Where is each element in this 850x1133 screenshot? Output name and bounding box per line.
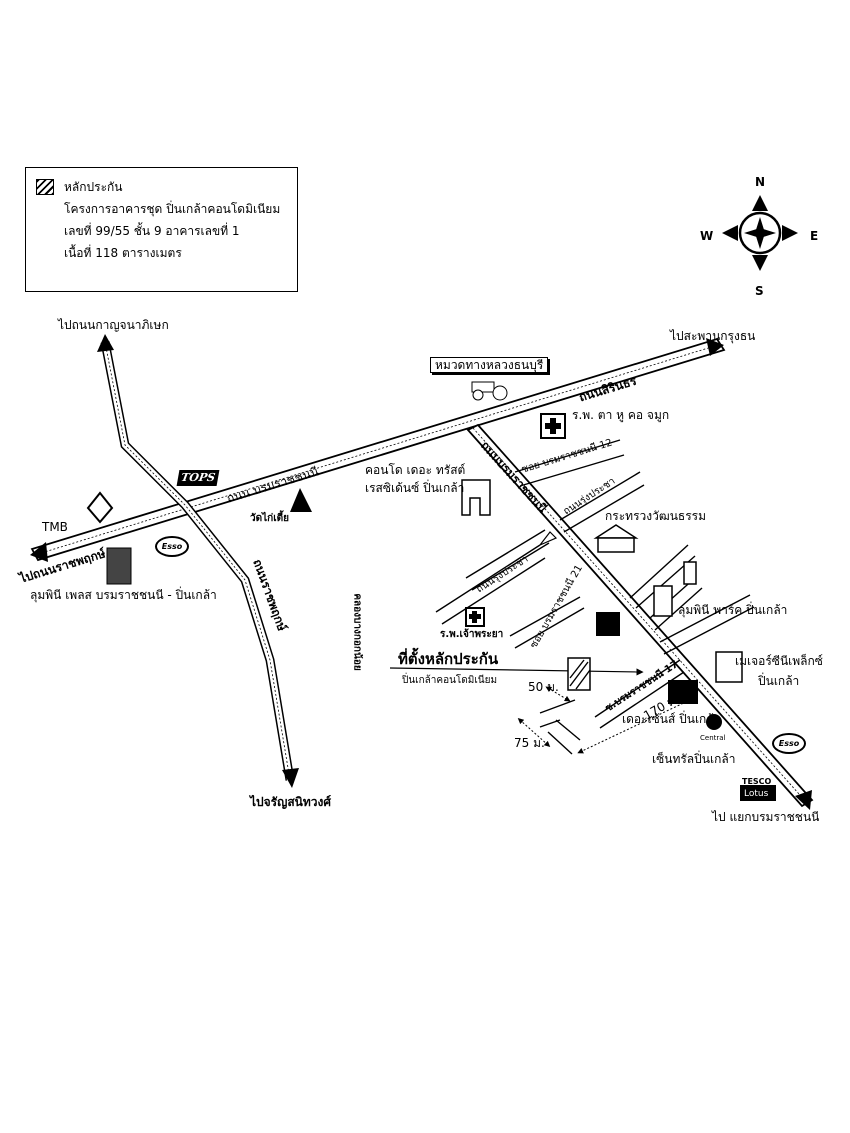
compass-s: S bbox=[755, 284, 764, 298]
compass-icon bbox=[722, 195, 798, 271]
label-pinklao-condo: ปิ่นเกล้าคอนโดมิเนียม bbox=[402, 675, 498, 686]
compass-w: W bbox=[700, 229, 714, 243]
label-condo-trust: คอนโด เดอะ ทรัสต์ bbox=[365, 463, 466, 477]
compass-n: N bbox=[755, 175, 766, 189]
lumpini-place-building-icon bbox=[106, 547, 132, 585]
legend-box: หลักประกัน โครงการอาคารชุด ปิ่นเกล้าคอนโ… bbox=[25, 167, 298, 292]
tesco-lotus-logo-icon bbox=[740, 785, 776, 801]
borommaratchachonnani-road bbox=[30, 337, 726, 562]
legend-title: หลักประกัน bbox=[64, 180, 123, 194]
chaophraya-hospital-icon bbox=[465, 607, 485, 627]
ministry-building-icon bbox=[593, 524, 639, 553]
label-to-borom-junction: ไป แยกบรมราชชนนี bbox=[712, 810, 820, 824]
dim-170 bbox=[577, 698, 693, 754]
tmb-logo-icon bbox=[86, 491, 114, 524]
label-chaophraya-hospital: ร.พ.เจ้าพระยา bbox=[440, 629, 504, 640]
label-collateral-site: ที่ตั้งหลักประกัน bbox=[398, 650, 499, 668]
esso-logo-1: Esso bbox=[155, 536, 189, 557]
label-tmb: TMB bbox=[42, 520, 68, 534]
esso-logo-2: Esso bbox=[772, 733, 806, 754]
collateral-pointer bbox=[389, 667, 644, 676]
label-to-krungthon-bridge: ไปสะพานกรุงธน bbox=[670, 329, 756, 343]
label-major-cineplex-1: เมเจอร์ซีนีเพล็กซ์ bbox=[735, 654, 823, 668]
tops-logo: TOPS bbox=[176, 470, 220, 486]
label-ministry-culture: กระทรวงวัฒนธรรม bbox=[605, 509, 707, 523]
temple-icon bbox=[290, 488, 312, 512]
legend-line-3: เนื้อที่ 118 ตารางเมตร bbox=[64, 246, 182, 260]
lumpini-park-building-icon bbox=[653, 585, 673, 617]
label-the-scene: เดอะเซ้นส์ ปิ่นเกล้า bbox=[622, 712, 721, 726]
legend-line-1: โครงการอาคารชุด ปิ่นเกล้าคอนโดมิเนียม bbox=[64, 202, 281, 216]
label-bang-kok-noi-canal: คลองบางกอกน้อย bbox=[351, 593, 363, 671]
compass-e: E bbox=[810, 229, 819, 243]
legend-title-row: หลักประกัน bbox=[36, 176, 287, 198]
hospital-icon bbox=[540, 413, 566, 439]
office-building-icon bbox=[596, 612, 620, 636]
label-condo-trust-2: เรสซิเด้นซ์ ปิ่นเกล้า bbox=[365, 481, 465, 495]
label-dist-50: 50 ม. bbox=[528, 680, 559, 694]
label-major-cineplex-2: ปิ่นเกล้า bbox=[758, 674, 800, 688]
label-wat-kai-tia: วัดไก่เตี้ย bbox=[250, 513, 289, 524]
legend-line-2: เลขที่ 99/55 ชั้น 9 อาคารเลขที่ 1 bbox=[64, 224, 240, 238]
collateral-building-icon bbox=[567, 657, 591, 691]
label-lumpini-park: ลุมพินี พาร์ค ปิ่นเกล้า bbox=[678, 603, 788, 617]
label-highway-district: หมวดทางหลวงธนบุรี bbox=[430, 357, 549, 373]
label-eent-hospital: ร.พ. ตา หู คอ จมูก bbox=[572, 408, 670, 422]
label-dist-75: 75 ม. bbox=[514, 736, 545, 750]
label-lumpini-place: ลุมพินี เพลส บรมราชชนนี - ปิ่นเกล้า bbox=[30, 588, 217, 602]
central-logo-icon bbox=[706, 714, 722, 730]
ratchaphruek-road bbox=[97, 334, 299, 788]
label-tesco: TESCO bbox=[742, 777, 772, 786]
a-building-icon bbox=[683, 561, 697, 585]
junction-triangle bbox=[539, 531, 558, 546]
major-cineplex-logo-icon bbox=[715, 651, 743, 683]
label-lotus: Lotus bbox=[744, 789, 769, 799]
label-to-charansanitwong: ไปจรัญสนิทวงศ์ bbox=[250, 795, 332, 809]
hatch-swatch-icon bbox=[36, 179, 54, 195]
highway-tractor-icon bbox=[471, 381, 508, 401]
label-central-pinklao: เซ็นทรัลปิ่นเกล้า bbox=[652, 752, 736, 766]
the-scene-building-icon bbox=[668, 680, 698, 704]
label-central: Central bbox=[700, 734, 726, 742]
condo-trust-building-icon bbox=[461, 479, 491, 516]
label-to-kanchanaphisek: ไปถนนกาญจนาภิเษก bbox=[58, 318, 169, 332]
